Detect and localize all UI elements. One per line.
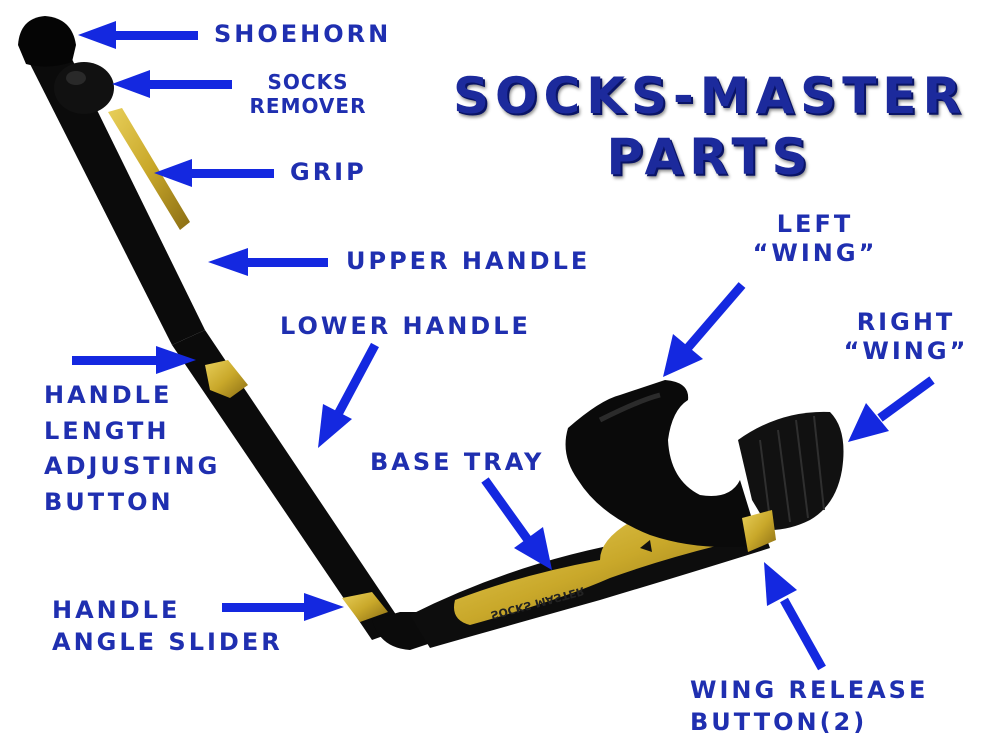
label-grip: GRIP bbox=[290, 158, 367, 187]
label-wing-release-button: WING RELEASE BUTTON(2) bbox=[690, 674, 928, 739]
label-left-wing: LEFT “WING” bbox=[730, 210, 900, 269]
arrow-left-wing bbox=[663, 285, 742, 377]
arrow-upper-handle bbox=[208, 248, 328, 276]
arrow-base-tray bbox=[485, 480, 552, 570]
label-socks-remover: SOCKS REMOVER bbox=[228, 70, 388, 119]
label-handle-angle-slider: HANDLE ANGLE SLIDER bbox=[52, 594, 283, 659]
shoehorn-part bbox=[18, 16, 76, 67]
label-base-tray: BASE TRAY bbox=[370, 448, 544, 477]
label-right-wing: RIGHT “WING” bbox=[826, 308, 986, 367]
arrow-right-wing bbox=[848, 380, 932, 442]
arrow-lower-handle bbox=[318, 345, 375, 448]
label-handle-length-adjusting-button: HANDLE LENGTH ADJUSTING BUTTON bbox=[44, 378, 220, 520]
diagram-title: SOCKS-MASTER PARTS bbox=[430, 66, 990, 188]
label-upper-handle: UPPER HANDLE bbox=[346, 247, 590, 276]
title-line-2: PARTS bbox=[430, 127, 990, 188]
arrow-wing-release bbox=[764, 562, 822, 668]
left-wing-part bbox=[566, 380, 760, 547]
label-shoehorn: SHOEHORN bbox=[214, 20, 391, 49]
arrow-socks-remover bbox=[112, 70, 232, 98]
arrow-grip bbox=[154, 159, 274, 187]
title-line-1: SOCKS-MASTER bbox=[430, 66, 990, 127]
right-wing-part bbox=[738, 412, 844, 530]
arrow-shoehorn bbox=[78, 21, 198, 49]
upper-handle bbox=[28, 55, 205, 345]
socks-remover-part bbox=[54, 62, 114, 114]
label-lower-handle: LOWER HANDLE bbox=[280, 312, 531, 341]
